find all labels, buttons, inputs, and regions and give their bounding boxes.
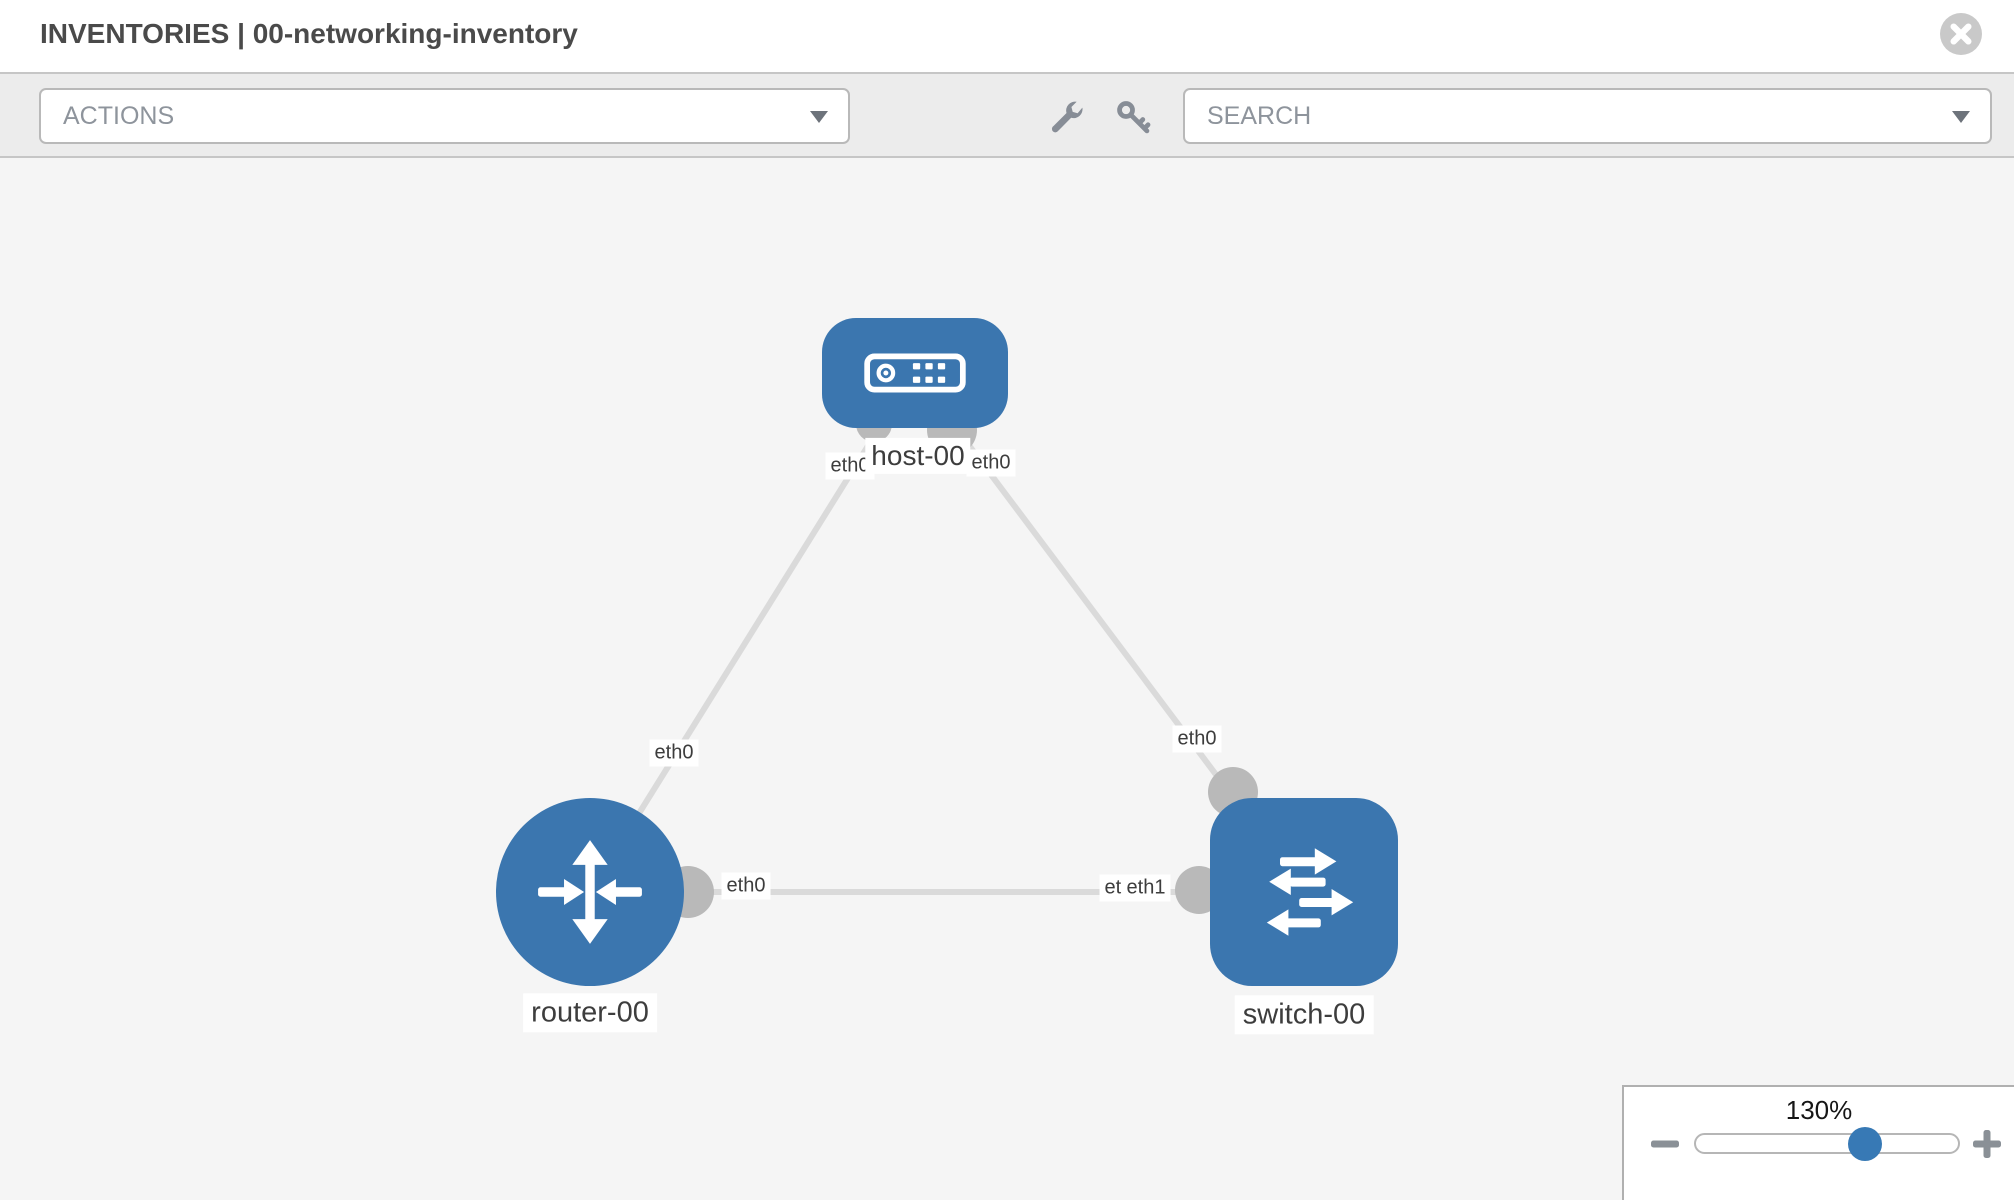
zoom-slider-track[interactable] xyxy=(1694,1133,1960,1154)
credentials-button[interactable] xyxy=(1114,98,1152,136)
chevron-down-icon xyxy=(810,111,828,123)
chevron-down-icon xyxy=(1952,111,1970,123)
interface-dots xyxy=(662,405,1258,918)
search-dropdown[interactable]: SEARCH xyxy=(1183,88,1992,144)
minus-icon xyxy=(1651,1140,1679,1148)
configure-button[interactable] xyxy=(1048,98,1086,136)
search-dropdown-label: SEARCH xyxy=(1207,101,1312,130)
topology-canvas[interactable] xyxy=(0,158,2014,1200)
actions-dropdown[interactable]: ACTIONS xyxy=(39,88,850,144)
zoom-widget: 130% xyxy=(1622,1085,2014,1200)
plus-icon xyxy=(1973,1130,2001,1158)
close-button[interactable] xyxy=(1940,13,1982,55)
interface-label-host-router-link: eth0 xyxy=(649,739,699,767)
actions-dropdown-label: ACTIONS xyxy=(63,101,175,130)
interface-label-switch-eth1: eth1 xyxy=(1121,874,1171,902)
zoom-in-button[interactable] xyxy=(1970,1127,2004,1161)
interface-label-router-right: eth0 xyxy=(721,872,771,900)
router-arrows-icon xyxy=(538,840,642,944)
header: INVENTORIES | 00-networking-inventory xyxy=(0,0,2014,72)
zoom-out-button[interactable] xyxy=(1648,1127,1682,1161)
server-icon xyxy=(864,353,966,393)
node-label-router-00: router-00 xyxy=(523,993,657,1033)
switch-arrows-icon xyxy=(1266,848,1354,936)
toolbar: ACTIONS SEARCH xyxy=(0,72,2014,158)
node-switch-00[interactable] xyxy=(1210,798,1398,986)
node-router-00[interactable] xyxy=(496,798,684,986)
node-host-00[interactable] xyxy=(822,318,1008,428)
zoom-slider-thumb[interactable] xyxy=(1848,1127,1882,1161)
page-title: INVENTORIES | 00-networking-inventory xyxy=(40,18,578,49)
node-label-host-00: host-00 xyxy=(865,437,971,475)
close-icon xyxy=(1950,23,1972,45)
node-label-switch-00: switch-00 xyxy=(1234,995,1374,1035)
interface-label-host-right: eth0 xyxy=(966,449,1016,477)
wrench-icon xyxy=(1051,101,1083,133)
interface-label-host-switch-link: eth0 xyxy=(1172,725,1222,753)
zoom-level-label: 130% xyxy=(1785,1095,1853,1125)
key-icon xyxy=(1117,101,1151,134)
